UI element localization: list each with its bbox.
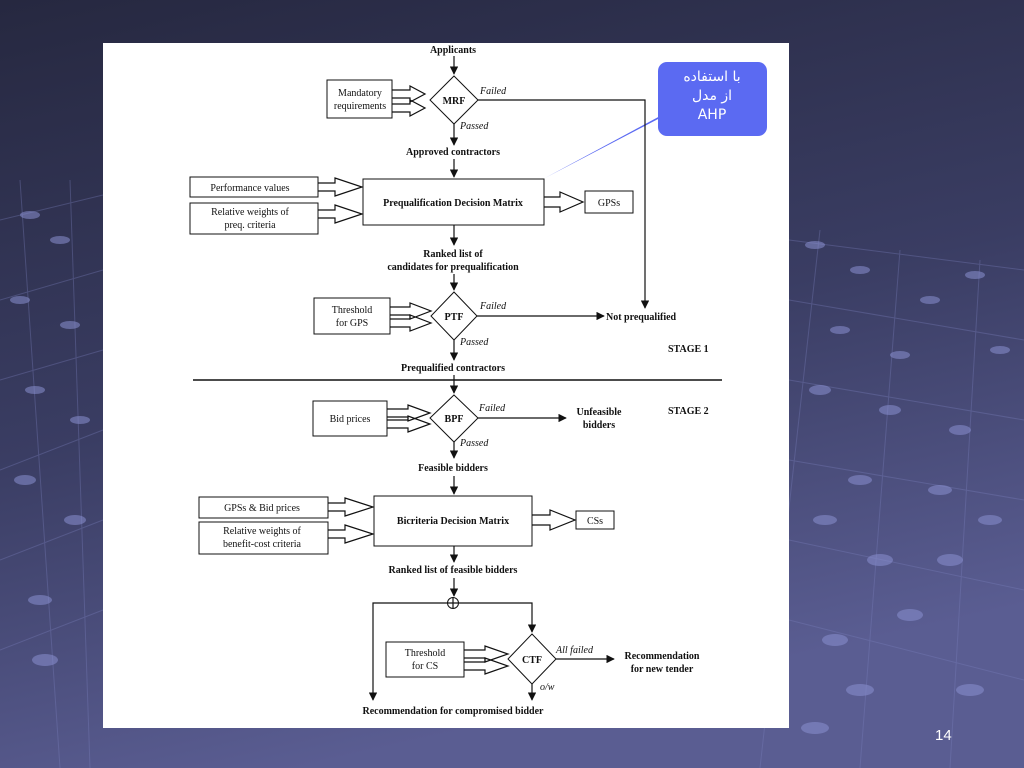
threshold-gps-box xyxy=(313,297,391,335)
css-label: CSs xyxy=(587,516,603,527)
input-arrow xyxy=(318,204,364,224)
diagram-panel xyxy=(103,43,789,728)
bpf-passed-label: Passed xyxy=(459,438,489,449)
bid-prices-box xyxy=(312,400,388,437)
right-branch-arrow xyxy=(459,602,537,633)
split-node-cross xyxy=(447,597,459,609)
pdm-label: Prequalification Decision Matrix xyxy=(383,198,523,209)
page-number: 14 xyxy=(935,727,952,744)
unfeasible-line1: Unfeasible xyxy=(577,407,623,418)
ranked-preq-line2: candidates for prequalification xyxy=(387,262,519,273)
relative-weights-bc-line2: benefit-cost criteria xyxy=(223,539,302,550)
threshold-cs-box xyxy=(385,641,465,678)
threshold-gps-line2: for GPS xyxy=(336,318,369,329)
mrf-passed-label: Passed xyxy=(459,121,489,132)
input-arrow xyxy=(464,645,510,663)
threshold-cs-line1: Threshold xyxy=(405,648,446,659)
mandatory-label-line2: requirements xyxy=(334,101,386,112)
gpss-box xyxy=(584,190,634,214)
bid-prices-label: Bid prices xyxy=(330,414,371,425)
mandatory-label-line1: Mandatory xyxy=(338,88,382,99)
ranked-preq-line1: Ranked list of xyxy=(423,249,483,260)
ptf-label: PTF xyxy=(445,312,464,323)
stage1-label: STAGE 1 xyxy=(668,344,709,355)
output-arrow xyxy=(532,509,577,531)
not-prequalified-label: Not prequalified xyxy=(606,312,677,323)
left-branch-arrow xyxy=(368,602,447,701)
performance-values-label: Performance values xyxy=(210,183,289,194)
bpf-failed-label: Failed xyxy=(478,403,506,414)
gpss-label: GPSs xyxy=(598,198,620,209)
prequalified-contractors-label: Prequalified contractors xyxy=(401,363,505,374)
bpf-label: BPF xyxy=(445,414,464,425)
ctf-label: CTF xyxy=(522,655,542,666)
callout-line3: AHP xyxy=(697,107,727,123)
compromised-bidder-label: Recommendation for compromised bidder xyxy=(362,706,544,717)
mrf-failed-label: Failed xyxy=(479,86,507,97)
input-arrow xyxy=(392,99,427,117)
ptf-failed-label: Failed xyxy=(479,301,507,312)
all-failed-label: All failed xyxy=(555,645,594,656)
applicants-label: Applicants xyxy=(430,45,476,56)
feasible-bidders-label: Feasible bidders xyxy=(418,463,488,474)
input-arrow xyxy=(328,524,375,544)
input-arrow xyxy=(328,497,375,517)
stage2-label: STAGE 2 xyxy=(668,406,709,417)
threshold-cs-line2: for CS xyxy=(412,661,438,672)
bicriteria-decision-matrix-box xyxy=(373,495,533,547)
input-arrow xyxy=(318,177,364,197)
output-arrow xyxy=(544,191,585,213)
input-arrow xyxy=(392,85,427,103)
mrf-failed-arrow xyxy=(478,99,650,309)
relative-weights-preq-line1: Relative weights of xyxy=(211,207,289,218)
input-arrow xyxy=(387,415,432,433)
input-arrow xyxy=(464,657,510,675)
new-tender-line2: for new tender xyxy=(631,664,694,675)
ranked-feasible-label: Ranked list of feasible bidders xyxy=(389,565,518,576)
gpss-bid-prices-box xyxy=(198,496,329,519)
css-box xyxy=(575,510,615,530)
relative-weights-bc-box xyxy=(198,521,329,555)
mrf-label: MRF xyxy=(443,96,466,107)
relative-weights-bc-line1: Relative weights of xyxy=(223,526,301,537)
ahp-callout-text: با استفاده از مدل AHP xyxy=(662,68,762,125)
callout-line2: از مدل xyxy=(691,88,733,104)
new-tender-line1: Recommendation xyxy=(625,651,700,662)
input-arrow xyxy=(390,314,433,332)
ow-label: o/w xyxy=(540,682,555,693)
relative-weights-preq-box xyxy=(189,202,319,235)
callout-line1: با استفاده xyxy=(683,69,741,85)
approved-contractors-label: Approved contractors xyxy=(406,147,500,158)
mandatory-requirements-box xyxy=(326,79,393,119)
gpss-bid-prices-label: GPSs & Bid prices xyxy=(224,503,300,514)
ptf-passed-label: Passed xyxy=(459,337,489,348)
threshold-gps-line1: Threshold xyxy=(332,305,373,316)
bdm-label: Bicriteria Decision Matrix xyxy=(397,516,509,527)
unfeasible-line2: bidders xyxy=(583,420,615,431)
ahp-callout xyxy=(545,62,767,178)
performance-values-box xyxy=(189,176,319,198)
relative-weights-preq-line2: preq. criteria xyxy=(224,220,276,231)
